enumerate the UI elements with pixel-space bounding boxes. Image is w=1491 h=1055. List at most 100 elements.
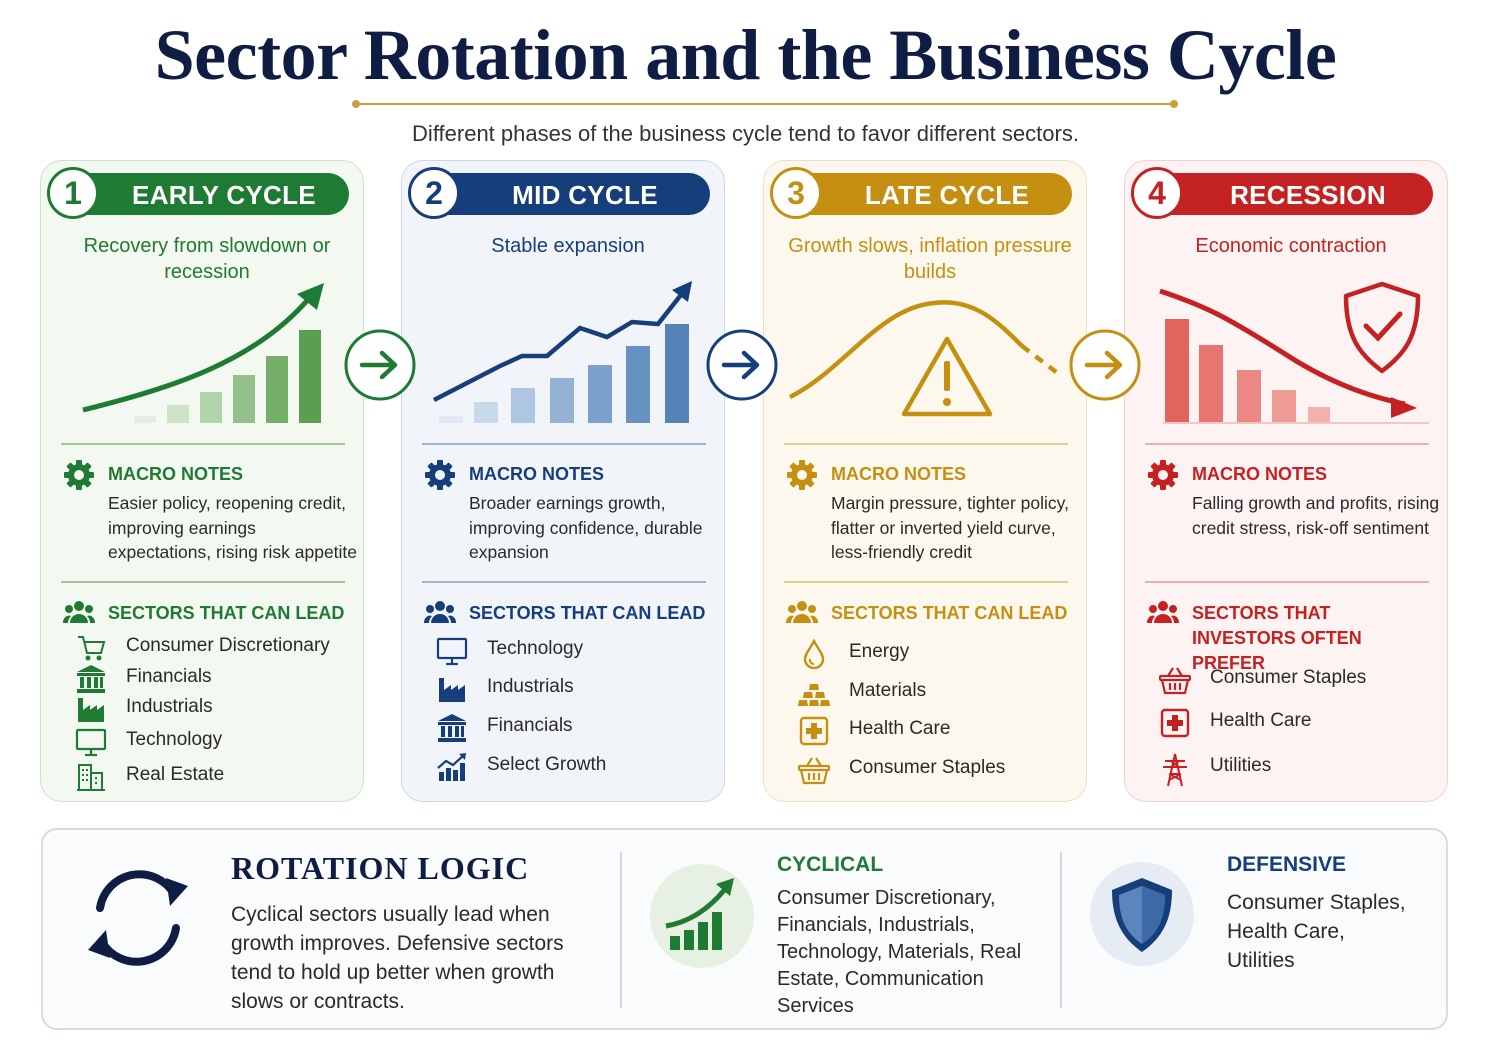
macro-notes-text: Easier policy, reopening credit, improvi… [108,493,358,562]
factory-icon [78,698,104,722]
macro-notes-heading: MACRO NOTES [1192,464,1327,484]
people-icon [786,601,818,623]
monitor-icon [75,728,107,757]
phase-name: EARLY CYCLE [132,180,316,210]
section-divider [422,443,706,445]
sector-label: Consumer Staples [849,757,1006,778]
monitor-icon [436,637,468,666]
bank-icon [77,665,105,693]
sector-label: Financials [126,666,212,687]
sector-label: Materials [849,680,927,701]
section-divider [1145,581,1429,583]
macro-notes-text: Falling growth and profits, rising credi… [1192,493,1440,538]
bank-icon [438,714,466,742]
sectors-heading: SECTORS THAT CAN LEAD [831,603,1068,623]
panel-divider [620,852,622,1008]
sector-label: Technology [487,638,584,659]
power-tower-icon [1163,753,1187,787]
macro-notes-heading: MACRO NOTES [469,464,604,484]
sector-label: Utilities [1210,755,1272,776]
sector-label: Financials [487,715,573,736]
phase-card-late-cycle: 3 LATE CYCLE Growth slows, inflation pre… [763,160,1087,802]
phase-header: 1 EARLY CYCLE [47,167,349,219]
phase-description: Recovery from slowdown or recession [83,235,331,283]
phase-card-mid-cycle: 2 MID CYCLE Stable expansion MACRO NOTES… [401,160,725,802]
macro-notes-heading: MACRO NOTES [108,464,243,484]
section-divider [61,443,345,445]
section-divider [422,581,706,583]
macro-notes-text: Broader earnings growth, improving confi… [469,493,703,562]
defensive-heading: DEFENSIVE [1227,853,1347,876]
sectors-heading: SECTORS THAT INVESTORS OFTEN PREFER [1192,603,1362,673]
phase-header: 4 RECESSION [1131,167,1433,219]
growth-chart-icon [437,753,466,781]
rotation-logic-panel: ROTATION LOGIC Cyclical sectors usually … [41,828,1448,1030]
phase-card-early-cycle: 1 EARLY CYCLE Recovery from slowdown or … [40,160,364,802]
declining-chart-shield-icon [1159,281,1429,424]
shield-icon [1112,878,1172,952]
cyclical-heading: CYCLICAL [777,853,884,876]
sectors-heading: SECTORS THAT CAN LEAD [469,603,706,623]
sector-label: Consumer Discretionary [126,635,330,656]
sector-label: Consumer Staples [1210,667,1367,688]
sector-label: Real Estate [126,764,225,785]
section-divider [1145,443,1429,445]
cyclical-icon [650,864,754,968]
phase-header: 3 LATE CYCLE [770,167,1072,219]
macro-notes-text: Margin pressure, tighter policy, flatter… [831,493,1069,562]
page-subtitle: Different phases of the business cycle t… [412,121,1079,146]
title-underline [352,100,1178,108]
peaking-curve-warning-icon [788,300,1062,417]
basket-icon [798,757,830,785]
section-divider [784,443,1068,445]
phase-number-badge: 4 [1131,167,1183,219]
phase-description: Stable expansion [491,235,645,257]
sector-label: Health Care [1210,710,1312,731]
sector-label: Industrials [126,696,213,717]
gear-icon [787,460,817,490]
gear-icon [425,460,455,490]
sector-label: Technology [126,729,223,750]
medical-cross-icon [799,716,829,746]
phase-header: 2 MID CYCLE [408,167,710,219]
phase-description: Economic contraction [1195,235,1387,257]
gear-icon [1148,460,1178,490]
page-title: Sector Rotation and the Business Cycle [154,15,1337,95]
arrow-right-icon [706,329,778,401]
phase-number-badge: 1 [47,167,99,219]
section-divider [61,581,345,583]
phase-description: Growth slows, inflation pressure builds [788,235,1072,283]
people-icon [1147,601,1179,623]
arrow-right-icon [1069,329,1141,401]
panel-divider [1060,852,1062,1008]
sector-label: Health Care [849,718,951,739]
sectors-heading: SECTORS THAT CAN LEAD [108,603,345,623]
sector-label: Industrials [487,676,574,697]
rotation-cycle-icon [88,870,188,966]
phase-name: RECESSION [1230,180,1386,210]
gear-icon [64,460,94,490]
phase-card-recession: 4 RECESSION Economic contraction MACRO N… [1124,160,1448,802]
rising-growth-chart-icon [82,283,324,423]
people-icon [63,601,95,623]
buildings-icon [77,764,105,791]
phase-name: LATE CYCLE [864,180,1030,210]
factory-icon [439,678,465,702]
defensive-icon [1090,862,1194,966]
arrow-right-icon [344,329,416,401]
oil-drop-icon [803,639,825,669]
section-divider [784,581,1068,583]
steady-growth-chart-icon [432,281,692,423]
phase-number-badge: 3 [770,167,822,219]
rotation-logic-title: ROTATION LOGIC [231,850,530,886]
sector-label: Select Growth [487,754,607,775]
gold-bars-icon [798,684,830,706]
defensive-sectors-text: Consumer Staples, Health Care, Utilities [1227,891,1406,972]
phase-number-badge: 2 [408,167,460,219]
macro-notes-heading: MACRO NOTES [831,464,966,484]
growth-chart-icon [665,878,734,950]
phase-name: MID CYCLE [512,180,658,210]
sector-label: Energy [849,641,910,662]
people-icon [424,601,456,623]
basket-icon [1159,667,1191,695]
